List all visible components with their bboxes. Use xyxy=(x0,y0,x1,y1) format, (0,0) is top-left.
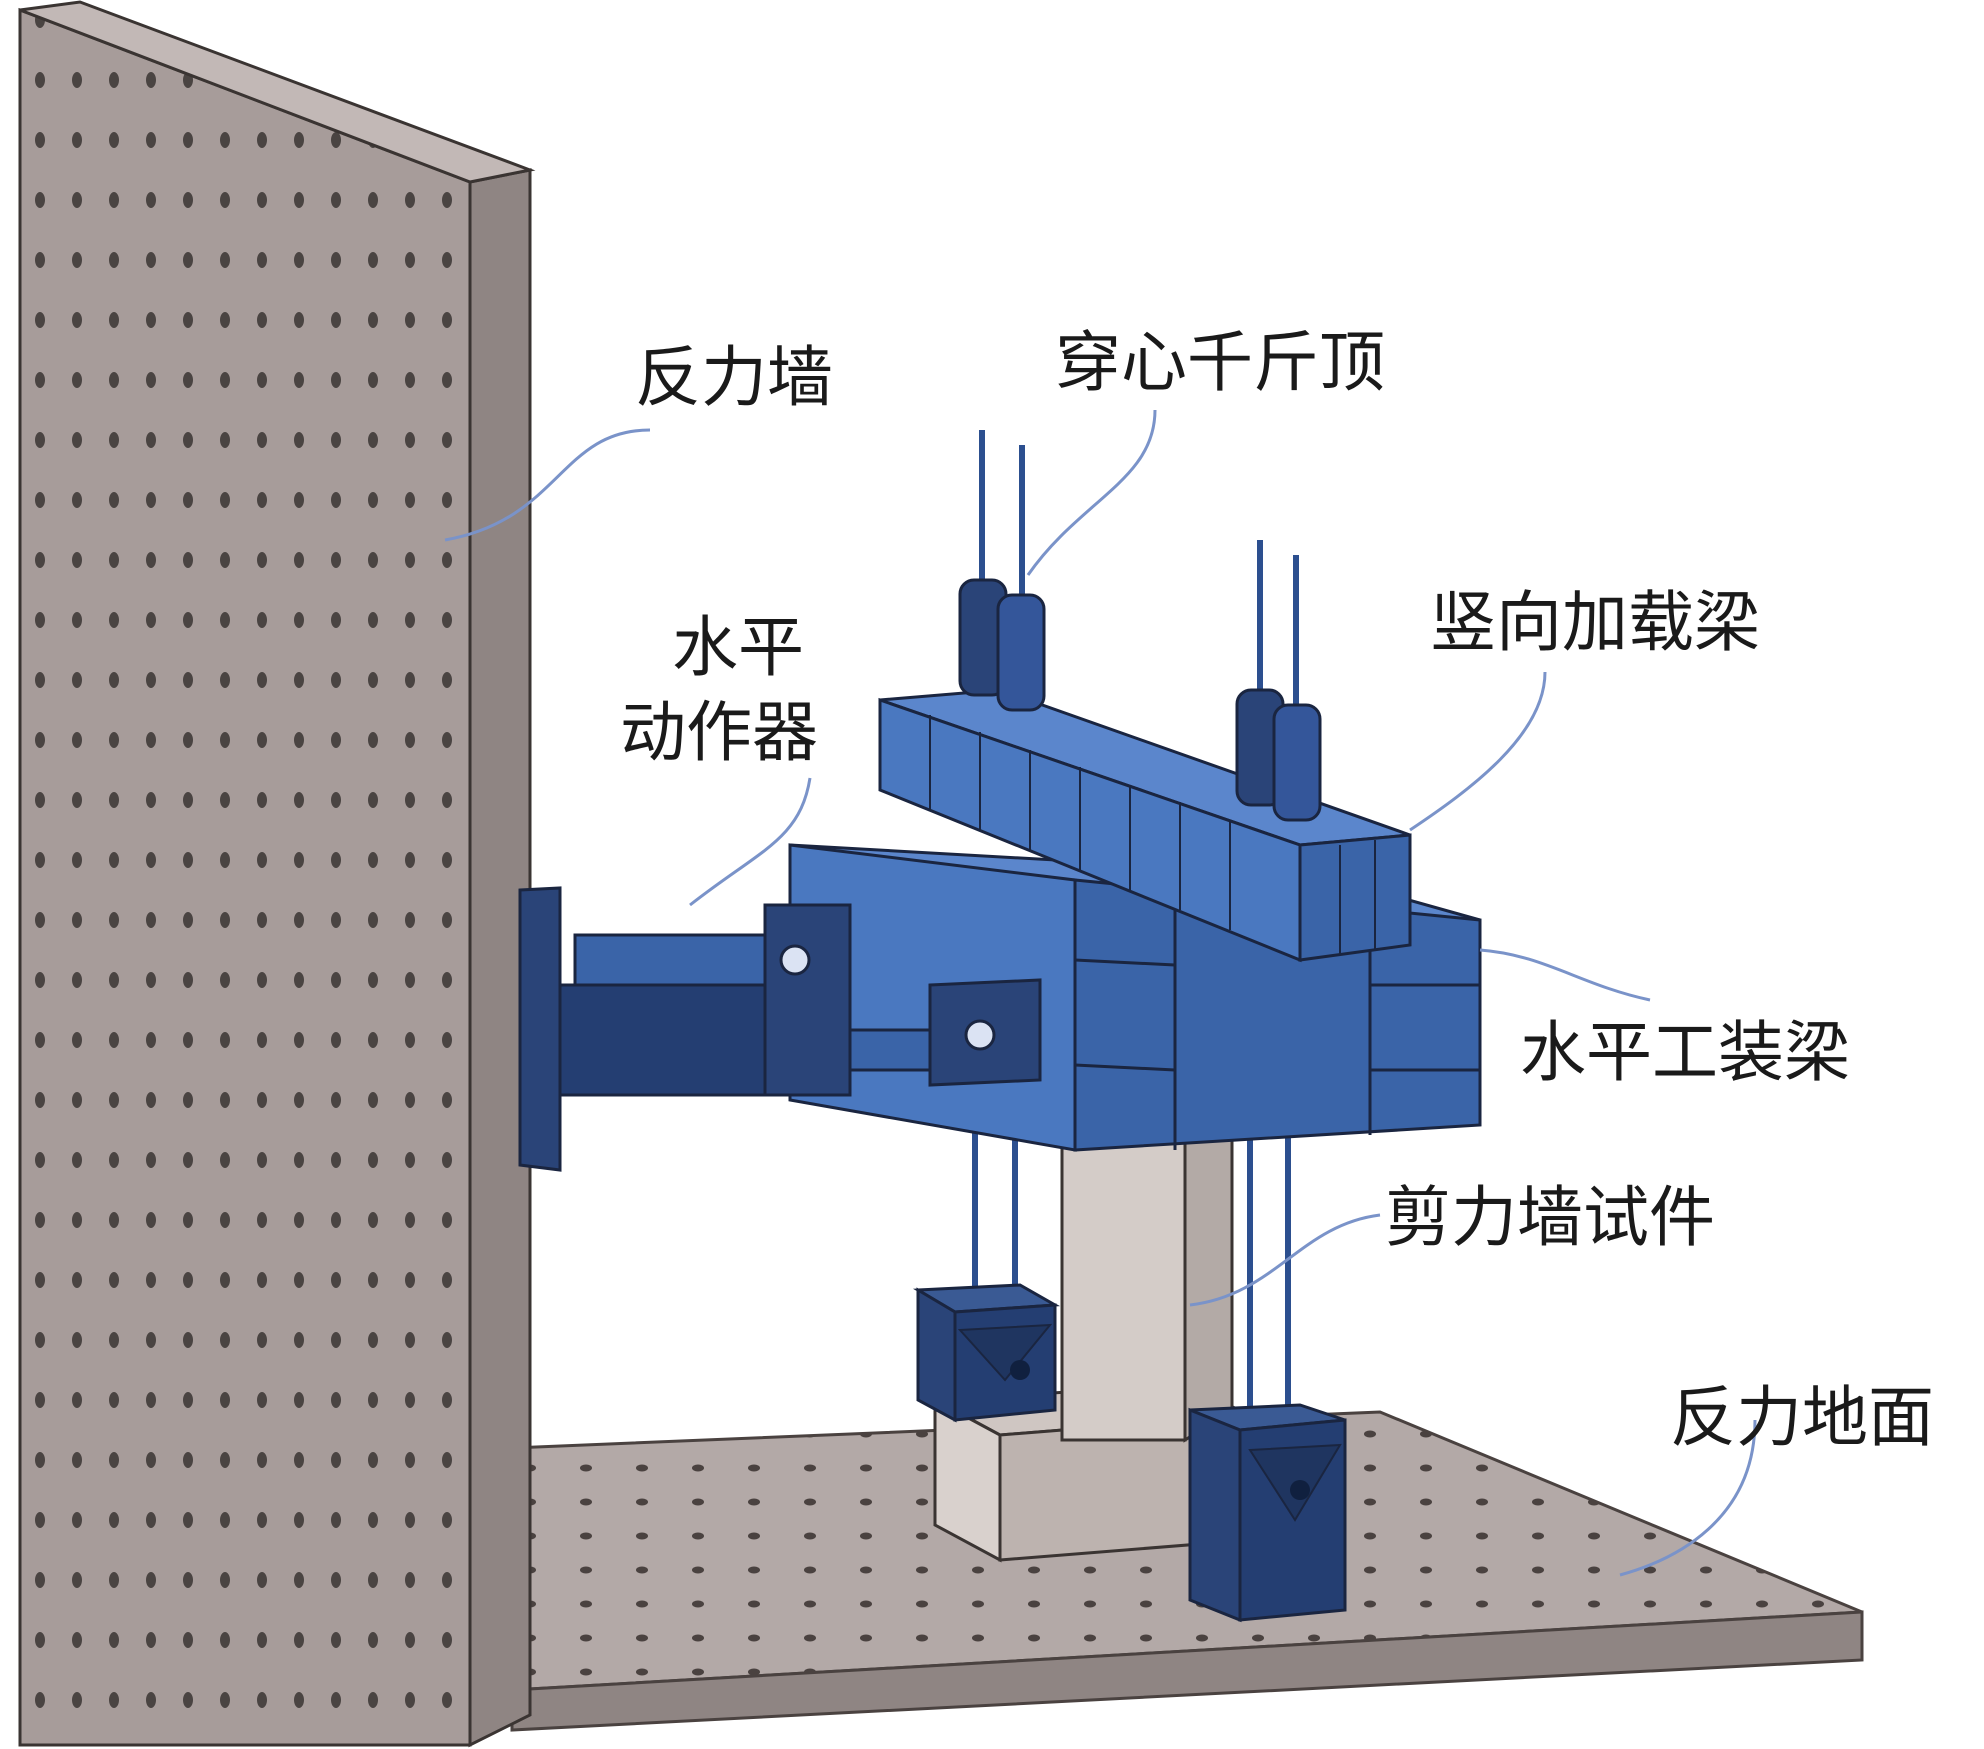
label-horizontal-actuator-line1: 水平 xyxy=(672,609,804,686)
label-horizontal-fixture-beam: 水平工装梁 xyxy=(1520,1014,1850,1091)
label-hollow-jack: 穿心千斤顶 xyxy=(1055,324,1385,401)
label-reaction-wall: 反力墙 xyxy=(635,339,833,416)
hollow-jacks xyxy=(958,430,1322,822)
label-horizontal-actuator-line2: 动作器 xyxy=(620,694,818,771)
reaction-wall xyxy=(18,0,536,1748)
label-reaction-floor: 反力地面 xyxy=(1670,1379,1934,1456)
horizontal-actuator xyxy=(518,886,1042,1172)
reaction-floor xyxy=(510,1410,1864,1732)
leader-lines xyxy=(444,409,1757,1577)
label-shear-wall-specimen: 剪力墙试件 xyxy=(1385,1179,1715,1256)
label-vertical-loading-beam: 竖向加载梁 xyxy=(1430,584,1760,661)
right-anchorage xyxy=(1188,1085,1347,1623)
